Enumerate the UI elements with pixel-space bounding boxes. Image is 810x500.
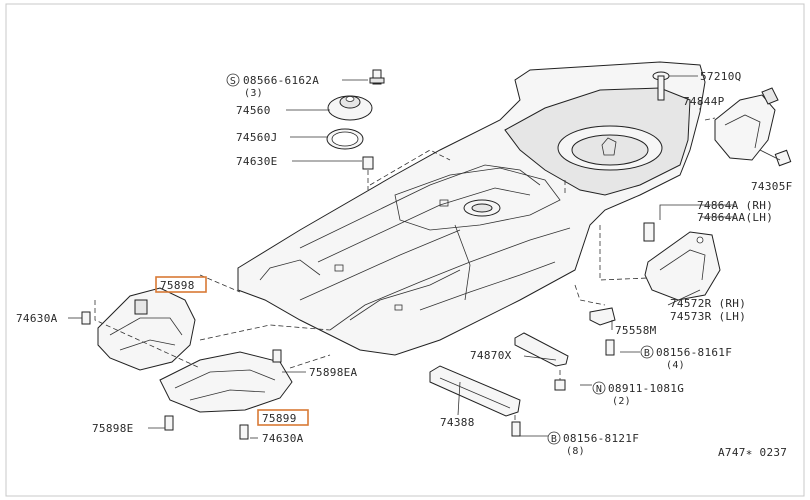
label-74630a-bottom: 74630A [262,432,304,445]
label-74305f: 74305F [751,180,793,193]
bracket-74572r [643,222,721,301]
label-74630e: 74630E [236,155,278,168]
label-74572r: 74572R (RH) [670,297,746,310]
prefix-circle-b-1 [640,345,654,359]
bracket-74844p [714,87,792,167]
label-08156-8161f-qty: (4) [666,360,685,371]
floor-pan [237,61,706,356]
label-08156-8121f: 08156-8121F [563,432,639,445]
label-08911-1081g: 08911-1081G [608,382,684,395]
prefix-letter-s: S [230,76,236,87]
label-75898e: 75898E [92,422,134,435]
label-74870x: 74870X [470,349,512,362]
label-74864a: 74864A (RH) [697,199,773,212]
prefix-letter-b-1: B [644,348,650,359]
label-08156-8161f: 08156-8161F [656,346,732,359]
diagram-frame [5,3,805,497]
label-leaders [68,79,735,439]
plug-57210q [652,71,698,101]
front-under-cover [81,287,196,371]
label-08911-qty: (2) [612,396,631,407]
label-74844p: 74844P [683,95,725,108]
label-75898ea: 75898EA [309,366,358,379]
prefix-letter-b-2: B [551,434,557,445]
prefix-circle-n [592,381,606,395]
bracket-75558m [589,307,616,326]
label-08566-6162a: 08566-6162A [243,74,319,87]
bar-74388 [429,365,566,437]
label-74573r: 74573R (LH) [670,310,746,323]
rear-under-cover [159,349,293,440]
bar-74870x [514,332,615,367]
label-57210q: 57210Q [700,70,742,83]
label-74630a-left: 74630A [16,312,58,325]
label-75898-highlighted[interactable]: 75898 [160,279,195,292]
label-74864aa: 74864AA(LH) [697,211,773,224]
label-75558m: 75558M [615,324,657,337]
label-08566-qty: (3) [244,88,263,99]
prefix-circle-s [226,73,240,87]
label-74560: 74560 [236,104,271,117]
label-74560j: 74560J [236,131,278,144]
label-74388: 74388 [440,416,475,429]
highlight-box-75899 [257,409,309,426]
label-75899-highlighted[interactable]: 75899 [262,412,297,425]
label-08156-8121f-qty: (8) [566,446,585,457]
diagram-code: A747∗ 0237 [718,446,787,459]
highlight-box-75898 [155,276,207,293]
strut-mount-stack [326,69,385,190]
prefix-circle-b-2 [547,431,561,445]
prefix-letter-n: N [596,384,602,395]
leader-lines [94,100,716,422]
